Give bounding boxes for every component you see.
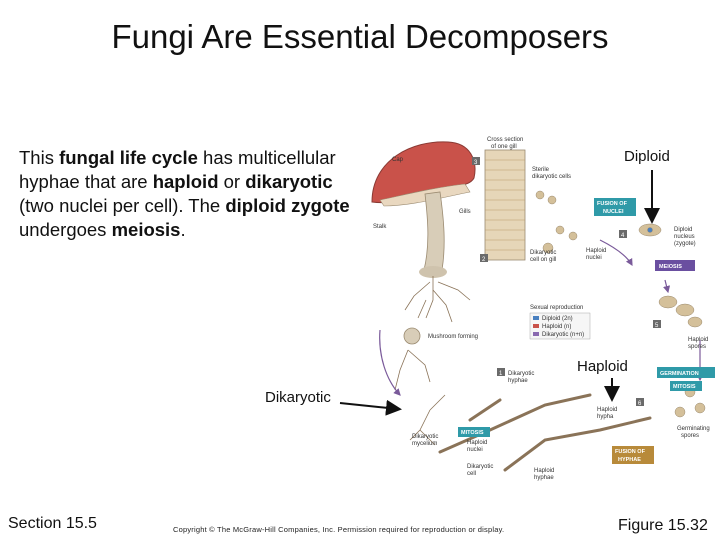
step-6: 6 — [638, 401, 642, 407]
step-3: 3 — [474, 160, 478, 166]
legend-title: Sexual reproduction — [530, 305, 583, 311]
germination-label: GERMINATION — [660, 371, 699, 377]
mushroom-base — [419, 266, 447, 278]
hyphae-network — [438, 393, 652, 472]
body-text-6: . — [180, 219, 186, 240]
label-dikaryotic: Dikaryotic — [265, 389, 331, 406]
lbl-haploid-hypha-1: Haploid — [597, 407, 617, 413]
step-4: 4 — [621, 233, 625, 239]
lbl-dikaryotic-cells: dikaryotic cells — [532, 174, 571, 180]
sexual-reproduction-legend: Sexual reproduction Diploid (2n) Haploid… — [529, 305, 591, 340]
lbl-haploid-spores-2: spores — [688, 344, 706, 350]
body-text-1: This — [19, 147, 60, 168]
lbl-dik-hyphae-1: Dikaryotic — [508, 371, 534, 377]
body-bold-3: dikaryotic — [245, 171, 333, 192]
label-diploid: Diploid — [624, 148, 670, 165]
step-5: 5 — [655, 323, 659, 329]
diagram-small-labels: Cross section of one gill Cap Gills Stal… — [373, 137, 710, 481]
mitosis-left-box: MITOSIS — [458, 427, 490, 437]
lbl-stalk: Stalk — [373, 224, 387, 230]
mitosis-right-box: MITOSIS — [670, 381, 702, 391]
lbl-germinating-2: spores — [681, 433, 699, 439]
body-bold-1: fungal life cycle — [59, 147, 198, 168]
body-bold-5: meiosis — [111, 219, 181, 240]
lbl-haploid-nuclei-1: Haploid — [586, 248, 606, 254]
germination-box: GERMINATION — [657, 367, 715, 378]
fusion-of-hyphae-box: FUSION OF HYPHAE — [612, 446, 654, 464]
lbl-germinating-1: Germinating — [677, 426, 710, 432]
lbl-mushroom-forming: Mushroom forming — [428, 334, 478, 340]
lbl-sterile: Sterile — [532, 167, 550, 173]
body-paragraph: This fungal life cycle has multicellular… — [19, 146, 364, 242]
lbl-dik-mycelium-1: Dikaryotic — [412, 434, 438, 440]
step-markers: 1 2 3 4 5 6 — [472, 157, 661, 407]
fusion-nuclei-line2: NUCLEI — [603, 209, 624, 215]
section-label: Section 15.5 — [8, 515, 97, 532]
step-2: 2 — [482, 257, 486, 263]
body-text-3: or — [218, 171, 246, 192]
lbl-haploid-nuclei2-1: Haploid — [467, 440, 487, 446]
dikaryotic-mycelium — [394, 327, 446, 446]
mushroom-illustration — [371, 141, 476, 323]
mushroom-stalk — [423, 191, 445, 271]
body-text-2: has multicellular hyphae that are — [19, 147, 336, 192]
mushroom-roots — [404, 276, 471, 323]
lbl-haploid-hyphae-1: Haploid — [534, 468, 554, 474]
lbl-haploid-nuclei2-2: nuclei — [467, 447, 483, 453]
dikaryotic-arrow — [339, 399, 402, 416]
lbl-haploid-hypha-2: hypha — [597, 414, 614, 420]
fusion-hyphae-line1: FUSION OF — [615, 449, 646, 455]
mitosis-right-label: MITOSIS — [673, 384, 696, 390]
zygote-and-spores — [638, 223, 706, 418]
legend-dikaryotic: Dikaryotic (n+n) — [542, 332, 584, 338]
label-haploid: Haploid — [577, 358, 628, 375]
lbl-of-one-gill: of one gill — [491, 144, 517, 150]
lbl-diploid-nucleus-2: nucleus — [674, 234, 695, 240]
legend-haploid: Haploid (n) — [542, 324, 571, 330]
lbl-zygote: (zygote) — [674, 241, 696, 247]
step-1: 1 — [499, 371, 503, 377]
lbl-haploid-spores-1: Haploid — [688, 337, 708, 343]
body-text-5: undergoes — [19, 219, 112, 240]
lbl-dik-mycelium-2: mycelium — [412, 441, 437, 447]
legend-diploid: Diploid (2n) — [542, 316, 573, 322]
lbl-dik-cell-on-gill-1: Dikaryotic — [530, 250, 556, 256]
body-text-4: (two nuclei per cell). The — [19, 195, 226, 216]
mitosis-left-label: MITOSIS — [461, 430, 484, 436]
figure-label: Figure 15.32 — [618, 517, 708, 534]
copyright-notice: Copyright © The McGraw-Hill Companies, I… — [173, 525, 505, 534]
lbl-cross-section: Cross section — [487, 137, 523, 143]
meiosis-box: MEIOSIS — [655, 260, 695, 271]
lbl-haploid-nuclei-2: nuclei — [586, 255, 602, 261]
lbl-cap: Cap — [392, 157, 404, 163]
lbl-dik-cell-on-gill-2: cell on gill — [530, 257, 556, 263]
fusion-hyphae-line2: HYPHAE — [618, 457, 641, 463]
gill-section-block — [484, 149, 526, 261]
body-bold-2: haploid — [152, 171, 219, 192]
body-bold-4: diploid zygote — [225, 195, 350, 216]
lbl-haploid-hyphae-2: hyphae — [534, 475, 554, 481]
lbl-dik-cell-1: Dikaryotic — [467, 464, 493, 470]
fusion-nuclei-line1: FUSION OF — [597, 201, 628, 207]
gill-cross-section — [484, 149, 578, 261]
lbl-diploid-nucleus-1: Diploid — [674, 227, 692, 233]
lbl-gills: Gills — [459, 209, 471, 215]
slide-title: Fungi Are Essential Decomposers — [111, 18, 609, 55]
fusion-of-nuclei-box: FUSION OF NUCLEI — [594, 198, 636, 216]
lbl-dik-cell-2: cell — [467, 471, 476, 477]
lbl-dik-hyphae-2: hyphae — [508, 378, 528, 384]
meiosis-label: MEIOSIS — [659, 264, 682, 270]
